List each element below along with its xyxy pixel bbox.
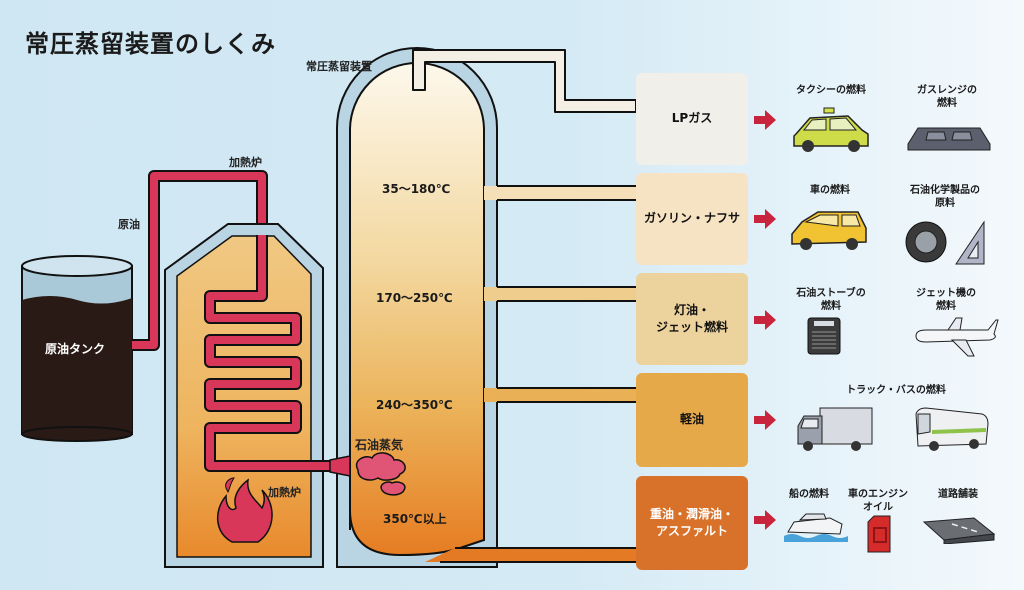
product-box-gasoline: ガソリン・ナフサ (636, 173, 748, 265)
use-label-jet: ジェット機の 燃料 (916, 288, 976, 312)
kerosene-pipe (484, 286, 636, 302)
product-box-kerosene: 灯油・ ジェット燃料 (636, 273, 748, 365)
gasoline-pipe (484, 185, 636, 201)
use-label-road-paving: 道路舗装 (938, 489, 978, 500)
taxi-icon (793, 107, 869, 152)
vapor-cloud-icon (355, 452, 406, 496)
tire-ruler-icon (905, 220, 985, 265)
arrow-right-icon (754, 510, 776, 530)
tower-label: 常圧蒸留装置 (306, 60, 372, 73)
use-label-heater: 石油ストーブの 燃料 (796, 288, 866, 312)
product-label: 軽油 (679, 412, 704, 427)
temp-range-4: 350℃以上 (383, 512, 447, 526)
flame-icon (217, 477, 273, 543)
arrow-right-icon (754, 209, 776, 229)
tank-label: 原油タンク (45, 342, 106, 356)
airplane-icon (915, 317, 999, 357)
use-label-ship: 船の燃料 (789, 489, 829, 500)
truck-icon (797, 407, 873, 451)
page-title: 常圧蒸留装置のしくみ (25, 30, 276, 58)
product-box-diesel: 軽油 (636, 373, 748, 467)
temp-range-3: 240〜350℃ (376, 398, 453, 412)
asphalt-icon (922, 517, 996, 544)
use-label-engine-oil: 車のエンジン オイル (848, 489, 908, 513)
furnace-top-label: 加熱炉 (229, 156, 262, 169)
ship-icon (784, 513, 848, 542)
heavy-oil-pipe (425, 547, 636, 563)
heating-coil (204, 235, 345, 472)
oil-can-icon (867, 515, 891, 553)
use-label-gas-stove: ガスレンジの 燃料 (917, 85, 977, 109)
product-label: ガソリン・ナフサ (643, 211, 740, 226)
temp-range-1: 35〜180℃ (382, 182, 451, 196)
vapor-inlet (329, 455, 351, 477)
use-label-taxi: タクシーの燃料 (796, 85, 866, 96)
furnace-bottom-label: 加熱炉 (268, 486, 301, 499)
product-box-heavy-oil: 重油・潤滑油・ アスファルト (636, 476, 748, 570)
crude-oil-label: 原油 (118, 218, 140, 231)
vapor-label: 石油蒸気 (355, 438, 404, 452)
arrow-right-icon (754, 410, 776, 430)
distillation-tower (336, 47, 498, 568)
bus-icon (915, 407, 989, 451)
car-icon (791, 211, 867, 250)
crude-oil-tank (21, 255, 133, 442)
product-label: 重油・潤滑油・ アスファルト (649, 506, 734, 538)
crude-oil-pipe (132, 170, 268, 351)
heater-icon (807, 317, 841, 355)
temp-range-2: 170〜250℃ (376, 291, 453, 305)
diesel-pipe (484, 387, 636, 403)
use-label-petrochemical: 石油化学製品の 原料 (910, 185, 980, 209)
arrow-right-icon (754, 310, 776, 330)
gas-stove-icon (907, 127, 991, 151)
arrow-right-icon (754, 110, 776, 130)
product-box-lpg: LPガス (636, 73, 748, 165)
use-label-car: 車の燃料 (810, 185, 850, 196)
use-label-truck-bus: トラック・バスの燃料 (846, 385, 946, 396)
product-label: LPガス (671, 111, 713, 126)
product-label: 灯油・ ジェット燃料 (655, 302, 728, 334)
